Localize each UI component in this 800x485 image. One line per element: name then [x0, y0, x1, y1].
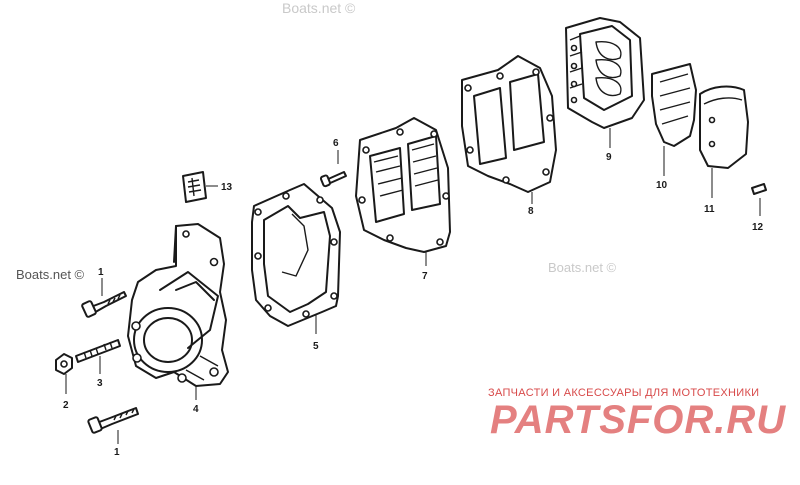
- part-9-reed-block: [565, 17, 645, 148]
- callout-1-upper: 1: [98, 267, 104, 278]
- watermark-top: Boats.net ©: [282, 0, 356, 16]
- callout-7: 7: [422, 271, 428, 282]
- callout-4: 4: [193, 404, 199, 415]
- watermark-mid: Boats.net ©: [548, 260, 617, 275]
- part-11-reed-stop: [699, 85, 749, 198]
- part-6-screw: [319, 150, 347, 188]
- part-7-reed-plate: [355, 117, 451, 266]
- part-1-screw-upper: [81, 278, 127, 318]
- part-13-plate: [182, 171, 218, 203]
- part-12-screw: [751, 183, 767, 216]
- callout-10: 10: [656, 180, 668, 191]
- callout-5: 5: [313, 341, 319, 352]
- part-5-gasket: [251, 183, 341, 334]
- callout-3: 3: [97, 378, 103, 389]
- callout-1-lower: 1: [114, 447, 120, 458]
- part-10-reed-petal: [651, 63, 697, 176]
- part-1-screw-lower: [87, 407, 139, 444]
- callout-2: 2: [63, 400, 69, 411]
- banner-logo: PARTSFOR.RU: [490, 398, 787, 442]
- callout-9: 9: [606, 152, 612, 163]
- part-8-gasket: [461, 55, 557, 204]
- callout-13: 13: [221, 182, 233, 193]
- part-3-stud: [75, 339, 121, 374]
- callout-11: 11: [704, 204, 715, 215]
- callout-8: 8: [528, 206, 534, 217]
- watermark-left: Boats.net ©: [16, 267, 85, 282]
- callout-6: 6: [333, 138, 339, 149]
- banner-tagline: ЗАПЧАСТИ И АКСЕССУАРЫ ДЛЯ МОТОТЕХНИКИ: [488, 387, 760, 399]
- callout-12: 12: [752, 222, 764, 233]
- part-2-nut: [55, 353, 73, 394]
- part-4-intake-housing: [127, 223, 229, 400]
